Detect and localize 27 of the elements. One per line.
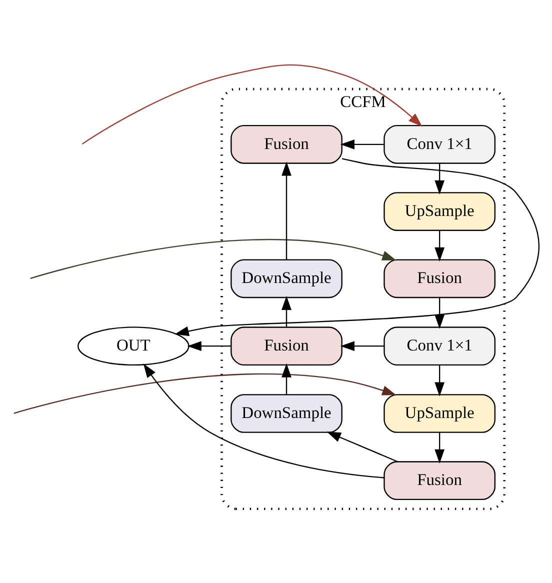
arrow [143, 364, 384, 478]
arrow [434, 298, 445, 329]
arrow [434, 365, 445, 396]
node-box: Fusion [384, 461, 496, 500]
node-box: Conv 1×1 [384, 124, 496, 164]
arrow [434, 163, 445, 194]
node-box: DownSample [230, 394, 342, 433]
arrow [434, 230, 445, 262]
node-box: UpSample [384, 394, 496, 433]
node-box: Conv 1×1 [384, 326, 496, 366]
arrow [282, 296, 292, 328]
arrow [187, 341, 231, 352]
node-box: Fusion [384, 259, 496, 298]
arrow [340, 139, 384, 150]
arrow [14, 374, 396, 414]
node-box: DownSample [230, 259, 342, 298]
arrow [282, 162, 292, 260]
arrow [282, 363, 292, 395]
node-box: Fusion [230, 326, 342, 366]
arrow [340, 341, 384, 352]
arrow [174, 158, 540, 336]
arrow [326, 432, 398, 462]
node-box: Fusion [230, 124, 342, 164]
arrow [82, 64, 422, 145]
arrow [30, 239, 396, 280]
arrow [434, 432, 445, 464]
node-box: UpSample [384, 192, 496, 231]
